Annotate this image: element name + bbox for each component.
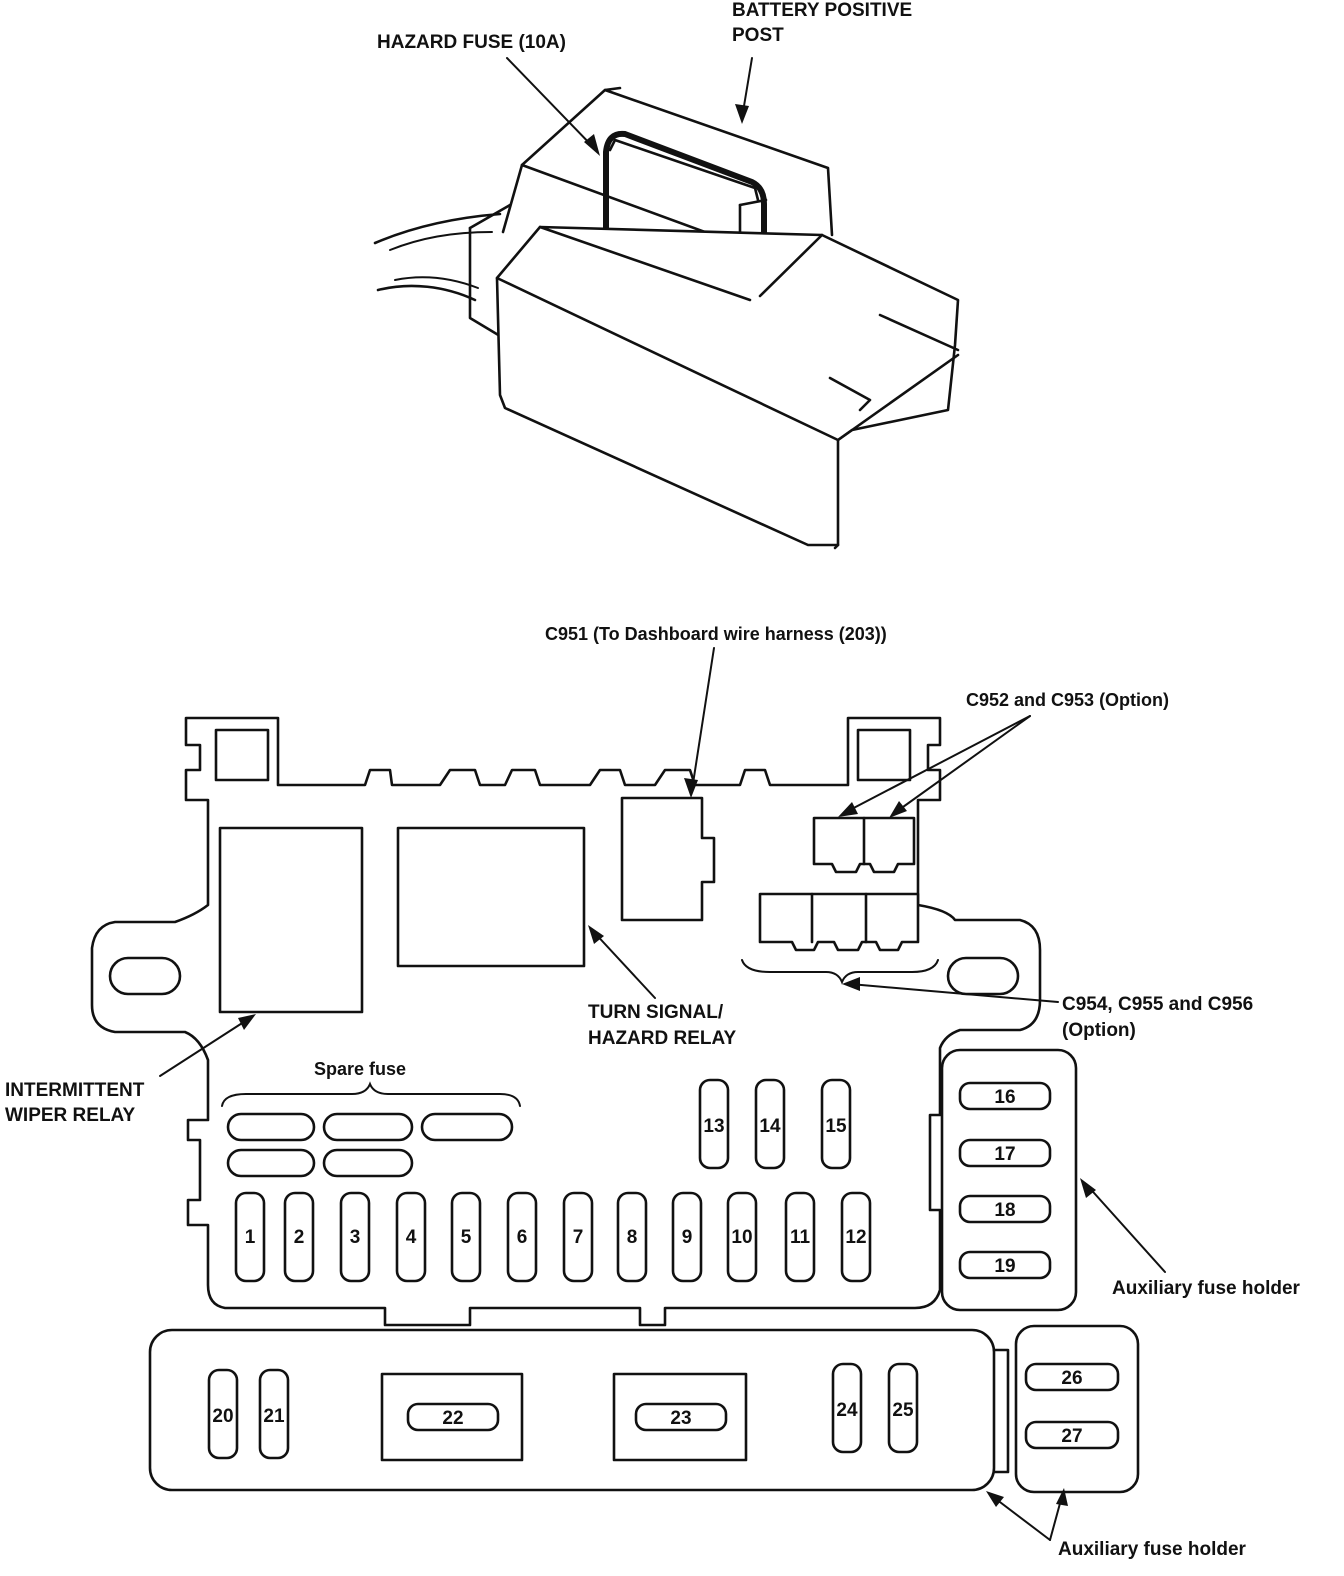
spare-fuse-slot — [226, 1112, 316, 1142]
battery-positive-label-line1: BATTERY POSITIVE — [732, 0, 912, 21]
svg-text:20: 20 — [212, 1406, 233, 1427]
spare-fuse-slot — [226, 1148, 316, 1178]
fuse-13: 13 — [698, 1078, 730, 1170]
turn-signal-label-line1: TURN SIGNAL/ — [588, 1002, 724, 1023]
aux-fuse-holder-right-label: Auxiliary fuse holder — [1112, 1278, 1301, 1299]
svg-text:15: 15 — [825, 1116, 847, 1137]
svg-text:27: 27 — [1061, 1426, 1082, 1447]
fuse-2: 2 — [283, 1191, 315, 1283]
battery-positive-label-line2: POST — [732, 25, 784, 46]
fuse-7: 7 — [562, 1191, 594, 1283]
spare-fuse-slot — [420, 1112, 514, 1142]
spare-fuse-slot — [322, 1112, 414, 1142]
wire-upper — [373, 212, 502, 245]
aux-fuse-holder-bottom-label: Auxiliary fuse holder — [1058, 1539, 1247, 1560]
fuse-4: 4 — [395, 1191, 427, 1283]
c951-label: C951 (To Dashboard wire harness (203)) — [545, 624, 887, 644]
hazard-fuse-label: HAZARD FUSE (10A) — [377, 32, 566, 53]
svg-text:9: 9 — [682, 1227, 693, 1248]
fuse-3: 3 — [339, 1191, 371, 1283]
left-mount-hole — [108, 956, 182, 996]
fuse-18: 18 — [958, 1194, 1052, 1224]
fuse-row-1-12: 1 2 3 4 5 6 7 8 9 10 11 12 — [234, 1191, 872, 1283]
svg-text:25: 25 — [892, 1400, 914, 1421]
fuse-16: 16 — [958, 1081, 1052, 1111]
fuse-25: 25 — [887, 1362, 919, 1454]
fuse-17: 17 — [958, 1138, 1052, 1168]
c952-c953-label: C952 and C953 (Option) — [966, 690, 1169, 710]
svg-text:11: 11 — [790, 1227, 811, 1248]
svg-text:17: 17 — [994, 1144, 1015, 1165]
lower-fuse-block: 20 21 22 23 24 25 — [148, 1328, 996, 1492]
hazard-fuse-illustration — [373, 86, 960, 550]
svg-text:5: 5 — [461, 1227, 472, 1248]
fuse-19: 19 — [958, 1250, 1052, 1280]
fuse-27: 27 — [1024, 1420, 1120, 1450]
c954-c956-label-line1: C954, C955 and C956 — [1062, 994, 1253, 1015]
fuse-21: 21 — [258, 1368, 290, 1460]
auxiliary-fuse-holder-right: 16 17 18 19 — [940, 1048, 1078, 1312]
svg-text:23: 23 — [670, 1408, 691, 1429]
c951-connector — [620, 796, 716, 922]
turn-signal-hazard-relay — [396, 826, 586, 968]
svg-text:18: 18 — [994, 1200, 1015, 1221]
wiper-relay-label-line1: INTERMITTENT — [5, 1080, 145, 1101]
svg-text:12: 12 — [845, 1227, 866, 1248]
fuse-20: 20 — [207, 1368, 239, 1460]
spare-fuse-brace — [221, 1081, 521, 1107]
svg-text:16: 16 — [994, 1087, 1015, 1108]
svg-text:10: 10 — [731, 1227, 752, 1248]
svg-text:6: 6 — [517, 1227, 528, 1248]
fuse-22: 22 — [406, 1402, 500, 1432]
svg-text:24: 24 — [836, 1400, 858, 1421]
svg-text:26: 26 — [1061, 1368, 1082, 1389]
svg-text:2: 2 — [294, 1227, 305, 1248]
c954-c956-connectors — [758, 892, 920, 952]
svg-text:14: 14 — [759, 1116, 781, 1137]
svg-text:8: 8 — [627, 1227, 638, 1248]
fuse-24: 24 — [831, 1362, 863, 1454]
fuse-23: 23 — [634, 1402, 728, 1432]
svg-text:21: 21 — [263, 1406, 285, 1427]
fuse-6: 6 — [506, 1191, 538, 1283]
svg-text:19: 19 — [994, 1256, 1015, 1277]
fuse-11: 11 — [784, 1191, 816, 1283]
wire-lower — [376, 284, 477, 302]
svg-text:1: 1 — [245, 1227, 256, 1248]
fuse-12: 12 — [840, 1191, 872, 1283]
wiper-relay-label-line2: WIPER RELAY — [5, 1105, 136, 1126]
spare-fuse-label: Spare fuse — [314, 1059, 406, 1079]
fuse-26: 26 — [1024, 1362, 1120, 1392]
c954-c956-label-line2: (Option) — [1062, 1020, 1136, 1041]
svg-text:3: 3 — [350, 1227, 361, 1248]
svg-text:4: 4 — [406, 1227, 417, 1248]
svg-text:13: 13 — [703, 1116, 724, 1137]
turn-signal-label-line2: HAZARD RELAY — [588, 1028, 736, 1049]
fuse-5: 5 — [450, 1191, 482, 1283]
spare-fuse-slot — [322, 1148, 414, 1178]
fuse-10: 10 — [726, 1191, 758, 1283]
svg-text:7: 7 — [573, 1227, 584, 1248]
fuse-14: 14 — [754, 1078, 786, 1170]
svg-text:22: 22 — [442, 1408, 463, 1429]
intermittent-wiper-relay — [218, 826, 364, 1014]
fuse-1: 1 — [234, 1191, 266, 1283]
fuse-15: 15 — [820, 1078, 852, 1170]
fuse-row-13-15: 13 14 15 — [698, 1078, 852, 1170]
right-mount-hole — [946, 956, 1020, 996]
main-fuse-box — [90, 716, 1042, 1327]
auxiliary-fuse-holder-bottom: 26 27 — [992, 1324, 1140, 1494]
fuse-9: 9 — [671, 1191, 703, 1283]
fuse-8: 8 — [616, 1191, 648, 1283]
